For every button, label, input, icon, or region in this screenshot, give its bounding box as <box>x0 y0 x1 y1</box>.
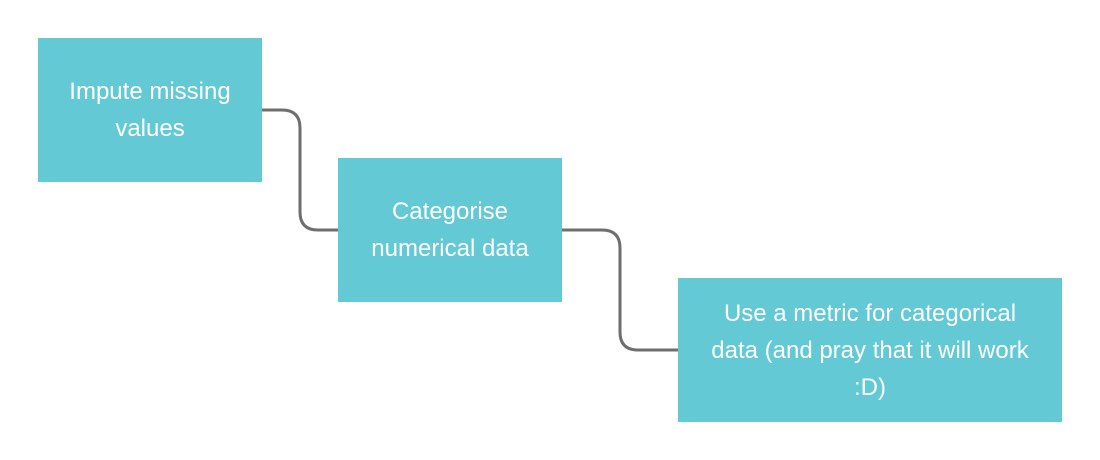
node-label: Categorise numerical data <box>371 198 529 262</box>
node-label: Impute missing values <box>69 78 231 142</box>
node-label: Use a metric for categorical data (and p… <box>711 299 1029 401</box>
connector-impute-to-categorise <box>260 108 340 232</box>
node-impute-missing-values[interactable]: Impute missing values <box>38 38 262 182</box>
node-categorise-numerical-data[interactable]: Categorise numerical data <box>338 158 562 302</box>
connector-categorise-to-metric <box>560 228 680 352</box>
node-use-metric-categorical-data[interactable]: Use a metric for categorical data (and p… <box>678 278 1062 422</box>
